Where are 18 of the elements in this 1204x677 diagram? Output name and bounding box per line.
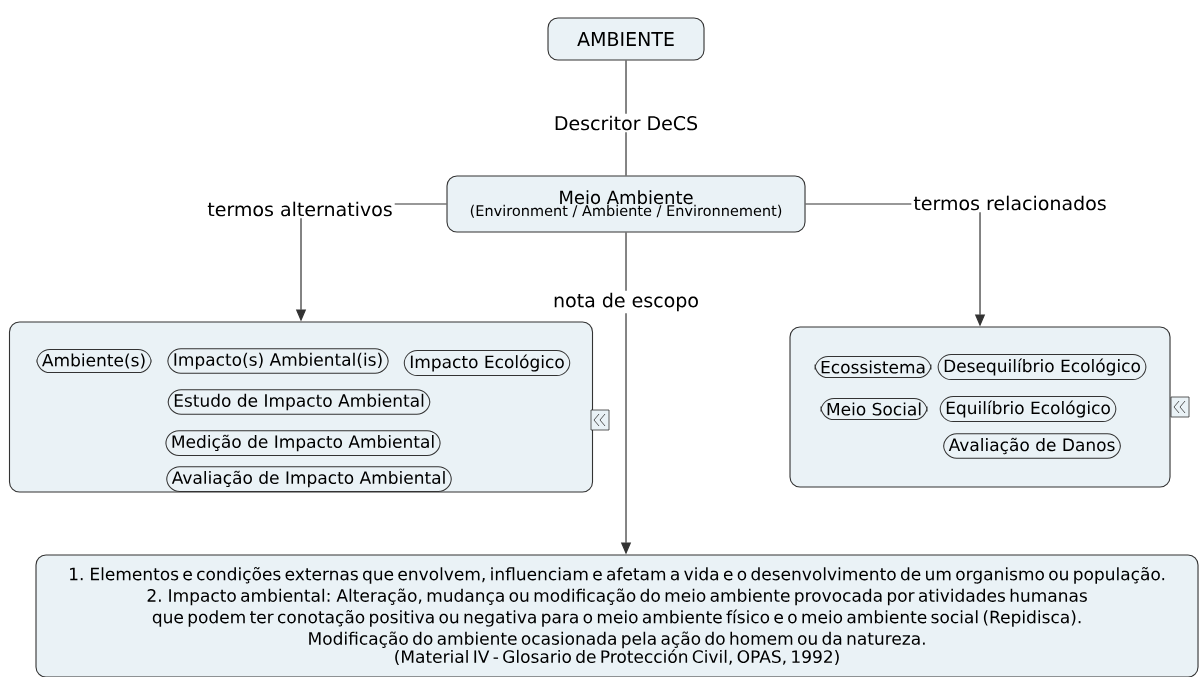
- term-pill: Equilíbrio Ecológico: [939, 395, 1117, 423]
- term-pill: Medição de Impacto Ambiental: [165, 430, 441, 456]
- concept-box: Meio Ambiente (Environment / Ambiente / Environnement): [446, 175, 806, 233]
- edge-label: termos alternativos: [205, 199, 395, 219]
- term-pill: Impacto Ecológico: [403, 349, 571, 377]
- scope-note-box: 1. Elementos e condições externas que envolvem, influenciam e afetam a vida e o desenvolvimento de um organismo ou população. 2. Impacto ambiental: Alteração, mudança ou modificação do meio ambiente provocada por atividades humanas que podem ter conotação positiva ou negativa para o meio ambiente físico e o meio ambiente social (Repidisca). Modificação do ambiente ocasionada pela ação do homem ou da natureza. (Material IV - Glosario de Protección Civil, OPAS, 1992): [35, 554, 1199, 677]
- term-pill: Estudo de Impacto Ambiental: [167, 389, 431, 415]
- edge-label: Descritor DeCS: [551, 113, 701, 133]
- concept-box: AMBIENTE: [547, 17, 705, 61]
- term-pill: Ambiente(s): [36, 348, 152, 374]
- term-pill: Desequilíbrio Ecológico: [937, 353, 1147, 381]
- term-pill: Meio Social: [820, 397, 928, 421]
- term-pill: Impacto(s) Ambiental(is): [167, 348, 389, 374]
- term-pill: Ecossistema: [814, 355, 932, 379]
- edge-label: termos relacionados: [911, 193, 1109, 213]
- term-pill: Avaliação de Danos: [943, 433, 1121, 459]
- term-pill: Avaliação de Impacto Ambiental: [166, 466, 452, 492]
- edge-label: nota de escopo: [551, 290, 701, 314]
